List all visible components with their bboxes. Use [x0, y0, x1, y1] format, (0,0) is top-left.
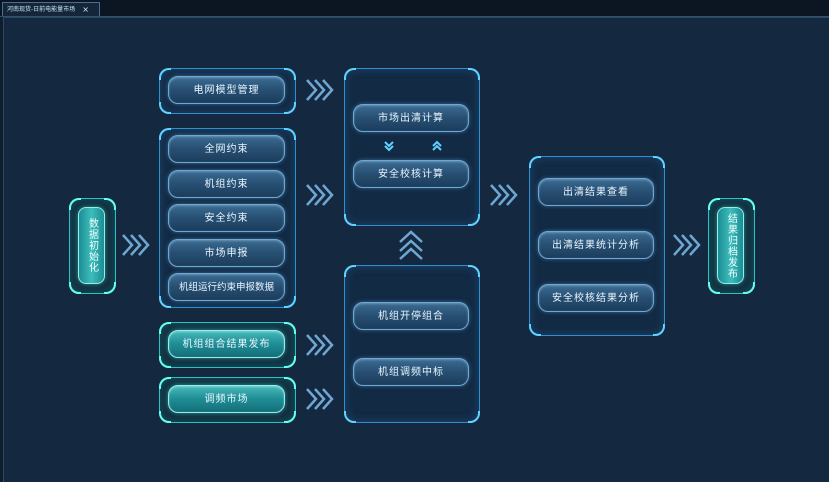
security-constraint-button[interactable]: 安全约束	[168, 204, 285, 232]
stats-analysis-button[interactable]: 出清结果统计分析	[538, 231, 654, 259]
security-analysis-button[interactable]: 安全校核结果分析	[538, 284, 654, 312]
arrow-right-icon	[306, 388, 334, 410]
data-init-button[interactable]: 数据初始化	[78, 207, 105, 284]
freq-bid-button[interactable]: 机组调频中标	[353, 358, 469, 386]
tab-bar: 河南现货-日前电能量市场 ×	[0, 0, 829, 17]
archive-publish-button[interactable]: 结果归档发布	[717, 207, 744, 284]
close-icon[interactable]: ×	[82, 5, 89, 14]
security-check-button[interactable]: 安全校核计算	[353, 160, 469, 188]
arrow-right-icon	[306, 184, 334, 206]
unit-constraint-button[interactable]: 机组约束	[168, 170, 285, 198]
chevron-down-icon	[384, 141, 394, 152]
unit-combo-publish-button[interactable]: 机组组合结果发布	[168, 330, 285, 358]
view-results-button[interactable]: 出清结果查看	[538, 178, 654, 206]
grid-model-button[interactable]: 电网模型管理	[168, 76, 285, 104]
unit-frame	[344, 265, 480, 423]
up-arrow-icon	[399, 230, 423, 260]
arrow-right-icon	[306, 79, 334, 101]
market-declaration-button[interactable]: 市场申报	[168, 239, 285, 267]
arrow-right-icon	[306, 334, 334, 356]
unit-operation-data-button[interactable]: 机组运行约束申报数据	[168, 273, 285, 301]
tab-market[interactable]: 河南现货-日前电能量市场 ×	[2, 2, 100, 16]
arrow-right-icon	[490, 184, 518, 206]
unit-commitment-button[interactable]: 机组开停组合	[353, 302, 469, 330]
market-clearing-button[interactable]: 市场出清计算	[353, 104, 469, 132]
freq-market-button[interactable]: 调频市场	[168, 385, 285, 413]
tab-label: 河南现货-日前电能量市场	[7, 6, 76, 13]
clearing-frame	[344, 68, 480, 226]
arrow-right-icon	[122, 234, 150, 256]
chevron-up-icon	[432, 140, 442, 151]
network-constraint-button[interactable]: 全网约束	[168, 135, 285, 163]
arrow-right-icon	[673, 234, 701, 256]
